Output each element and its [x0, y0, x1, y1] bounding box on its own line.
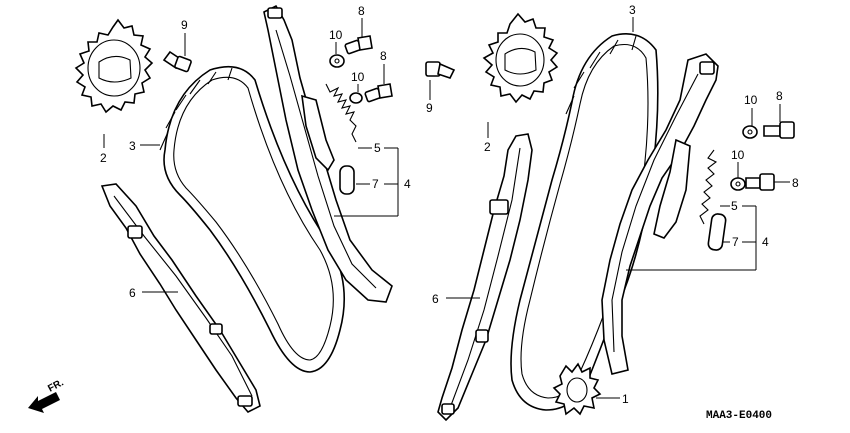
left-tensioner-spring — [325, 83, 357, 143]
left-cam-chain — [159, 65, 345, 373]
left-tensioner-arm — [263, 4, 393, 303]
left-washer-10-mid — [349, 92, 363, 104]
drawing-code: MAA3-E0400 — [706, 410, 772, 422]
callout-labels: 9 8 10 10 8 2 3 5 7 4 6 3 9 2 10 8 10 8 … — [46, 3, 799, 422]
left-bolt-9 — [162, 50, 192, 73]
right-tensioner-arm — [601, 53, 719, 375]
callout-left-bracket: 4 — [404, 177, 411, 191]
left-leader-lines — [103, 18, 399, 293]
callout-right-bolt-c: 8 — [792, 176, 799, 190]
callout-right-bolt-a: 9 — [426, 101, 433, 115]
right-bolt-9 — [425, 61, 456, 79]
right-bolt-8-mid — [745, 173, 775, 191]
callout-left-bolt-c: 8 — [380, 49, 387, 63]
right-stopper-plate — [653, 138, 691, 239]
right-washer-10-top — [742, 125, 758, 139]
right-cam-sprocket — [482, 12, 559, 104]
callout-right-sprocket: 2 — [484, 140, 491, 154]
right-tensioner-spring — [699, 149, 718, 225]
crank-sprocket — [552, 362, 602, 416]
callout-left-washer-a: 10 — [329, 28, 343, 42]
callout-left-bolt-b: 8 — [358, 4, 365, 18]
callout-left-bolt-a: 9 — [181, 18, 188, 32]
callout-left-sprocket: 2 — [100, 151, 107, 165]
left-washer-10-top — [329, 54, 345, 68]
left-collar — [339, 165, 355, 195]
left-bolt-8-top — [344, 35, 373, 55]
callout-right-bolt-b: 8 — [776, 89, 783, 103]
callout-crank-sprocket: 1 — [622, 392, 629, 406]
callout-right-bracket: 4 — [762, 235, 769, 249]
callout-left-chain: 3 — [129, 139, 136, 153]
callout-right-washer-b: 10 — [731, 148, 745, 162]
callout-left-guide-upper: 5 — [374, 141, 381, 155]
callout-right-sprocket-top: 3 — [629, 3, 636, 17]
right-washer-10-mid — [730, 177, 746, 191]
right-bolt-8-top — [763, 121, 795, 139]
left-chain-guide — [100, 183, 261, 413]
callout-right-washer-a: 10 — [744, 93, 758, 107]
front-direction-arrow-icon — [28, 392, 60, 413]
callout-right-collar: 7 — [732, 235, 739, 249]
callout-left-guide: 6 — [129, 286, 136, 300]
callout-left-collar: 7 — [372, 177, 379, 191]
left-stopper-plate — [301, 94, 335, 172]
right-chain-guide — [437, 133, 533, 422]
direction-label: FR. — [46, 377, 66, 394]
left-cam-sprocket — [74, 18, 154, 114]
right-leader-lines — [429, 17, 790, 399]
callout-right-guide-upper: 5 — [731, 199, 738, 213]
callout-left-washer-b: 10 — [351, 70, 365, 84]
right-collar — [707, 213, 727, 251]
left-bolt-8-mid — [364, 83, 393, 103]
callout-right-guide: 6 — [432, 292, 439, 306]
